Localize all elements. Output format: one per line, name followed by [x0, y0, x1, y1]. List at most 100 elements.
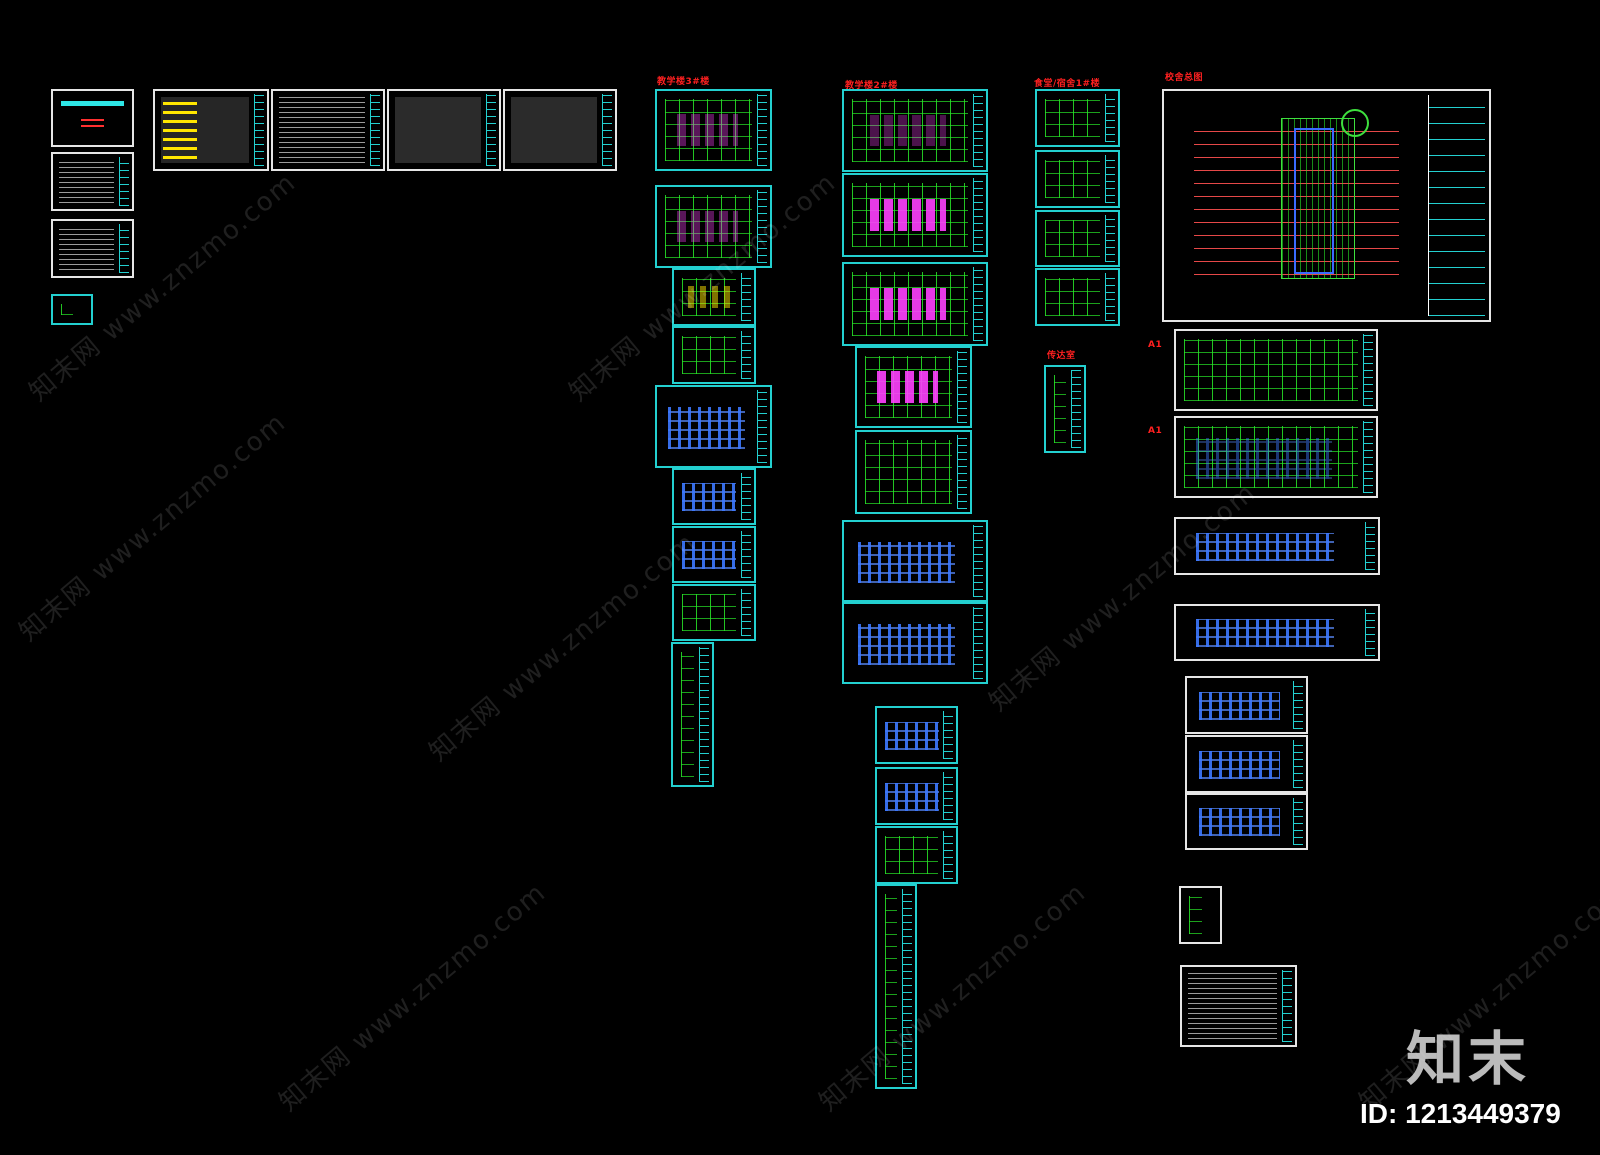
- elevation-drawing: [858, 623, 955, 665]
- notes-text: [511, 97, 597, 163]
- roof-plan-sheet[interactable]: [672, 326, 756, 384]
- title-block: [741, 273, 751, 321]
- detail-sheet[interactable]: [875, 884, 917, 1089]
- floor-plan-sheet[interactable]: [1035, 89, 1120, 147]
- room-fills: [877, 371, 939, 403]
- floor-plan-sheet[interactable]: [842, 173, 988, 257]
- cover-red-line: [80, 125, 105, 127]
- title-block: [973, 178, 983, 252]
- floor-plan-sheet[interactable]: [672, 268, 756, 326]
- title-block: [602, 94, 612, 166]
- building-outline: [1281, 118, 1355, 279]
- watermark: 知末网 www.znzmo.com: [13, 407, 293, 648]
- title-block: [1071, 370, 1081, 448]
- floor-plan-sheet[interactable]: [655, 185, 772, 268]
- title-block: [943, 772, 953, 820]
- floor-plan-sheet[interactable]: [842, 262, 988, 346]
- title-block: [119, 224, 129, 273]
- structure-plan-sheet[interactable]: [1174, 416, 1378, 498]
- site-plan-sheet[interactable]: [1162, 89, 1491, 322]
- notes-sheet[interactable]: [387, 89, 501, 171]
- title-block: [1105, 273, 1115, 321]
- title-block: [943, 831, 953, 879]
- elevation-drawing: [884, 782, 939, 812]
- section-sheet[interactable]: [672, 584, 756, 641]
- gatehouse-sheet[interactable]: [1044, 365, 1086, 453]
- section-sheet[interactable]: [875, 767, 958, 825]
- corridor-outline: [1294, 127, 1334, 275]
- small-plan-sheet[interactable]: [51, 294, 93, 325]
- title-block: [741, 531, 751, 578]
- title-block: [757, 390, 767, 463]
- detail-sheet[interactable]: [1179, 886, 1222, 944]
- resource-id-label: ID: 1213449379: [1360, 1098, 1561, 1129]
- notes-text: [395, 97, 481, 163]
- elevation-sheet[interactable]: [1174, 517, 1380, 575]
- elevation-sheet[interactable]: [672, 526, 756, 583]
- floor-plan-sheet[interactable]: [655, 89, 772, 171]
- notes-sheet[interactable]: [271, 89, 385, 171]
- elevation-drawing: [1198, 691, 1280, 721]
- title-block: [741, 589, 751, 636]
- elevation-drawing: [1196, 532, 1334, 562]
- notes-sheet[interactable]: [153, 89, 269, 171]
- plan-grid: [1184, 426, 1358, 488]
- title-block: [370, 94, 380, 166]
- north-arrow-icon: [1341, 109, 1369, 137]
- sheet-size-marker: A1: [1148, 340, 1163, 350]
- floor-plan-sheet[interactable]: [842, 89, 988, 172]
- title-block: [699, 647, 709, 782]
- plan-grid: [682, 594, 736, 631]
- roof-plan-sheet[interactable]: [855, 430, 972, 514]
- section-sheet[interactable]: [875, 826, 958, 884]
- title-block: [1282, 970, 1292, 1042]
- elevation-drawing: [668, 406, 746, 449]
- schedule-sheet[interactable]: [1180, 965, 1297, 1047]
- drawing-index-sheet[interactable]: [51, 219, 134, 278]
- floor-plan-sheet[interactable]: [855, 346, 972, 428]
- plan-grid: [682, 336, 736, 374]
- group-label: 校舍总图: [1165, 73, 1204, 83]
- elevation-sheet[interactable]: [672, 468, 756, 525]
- section-sheet[interactable]: [1185, 735, 1308, 793]
- detail-sheet[interactable]: [671, 642, 714, 787]
- cover-sheet[interactable]: [51, 89, 134, 147]
- drawing-index-sheet[interactable]: [51, 152, 134, 211]
- elevation-sheet[interactable]: [1035, 268, 1120, 326]
- title-block: [902, 889, 912, 1084]
- detail-grid: [681, 652, 694, 777]
- index-table: [59, 227, 114, 270]
- floor-plan-sheet[interactable]: [1035, 150, 1120, 208]
- elevation-sheet[interactable]: [875, 706, 958, 764]
- elevation-drawing: [1196, 619, 1334, 648]
- plan-grid: [1045, 220, 1100, 257]
- foundation-plan-sheet[interactable]: [1174, 329, 1378, 411]
- schedule-table: [1188, 973, 1277, 1039]
- elevation-sheet[interactable]: [842, 602, 988, 684]
- notes-sheet[interactable]: [503, 89, 617, 171]
- elevation-sheet[interactable]: [1174, 604, 1380, 661]
- section-sheet[interactable]: [1185, 676, 1308, 734]
- elevation-sheet[interactable]: [842, 520, 988, 602]
- title-block: [757, 190, 767, 263]
- title-block: [957, 351, 967, 423]
- sheet-size-marker: A1: [1148, 426, 1163, 436]
- title-block: [486, 94, 496, 166]
- elevation-sheet[interactable]: [1035, 210, 1120, 267]
- watermark: 知末网 www.znzmo.com: [423, 527, 703, 768]
- cover-title-bar: [61, 101, 124, 106]
- title-block: [741, 473, 751, 520]
- title-block: [957, 435, 967, 509]
- brand-logo: 知末: [1405, 1025, 1530, 1093]
- room-fills: [869, 114, 947, 147]
- elevation-sheet[interactable]: [655, 385, 772, 468]
- elevation-drawing: [682, 541, 737, 570]
- plan-grid: [1045, 160, 1100, 198]
- group-label: 教学楼2#楼: [845, 81, 898, 91]
- title-block: [1363, 334, 1373, 406]
- title-block: [119, 157, 129, 206]
- plan-grid: [1054, 375, 1066, 443]
- title-block: [1363, 421, 1373, 493]
- elevation-drawing: [858, 541, 955, 583]
- section-sheet[interactable]: [1185, 793, 1308, 850]
